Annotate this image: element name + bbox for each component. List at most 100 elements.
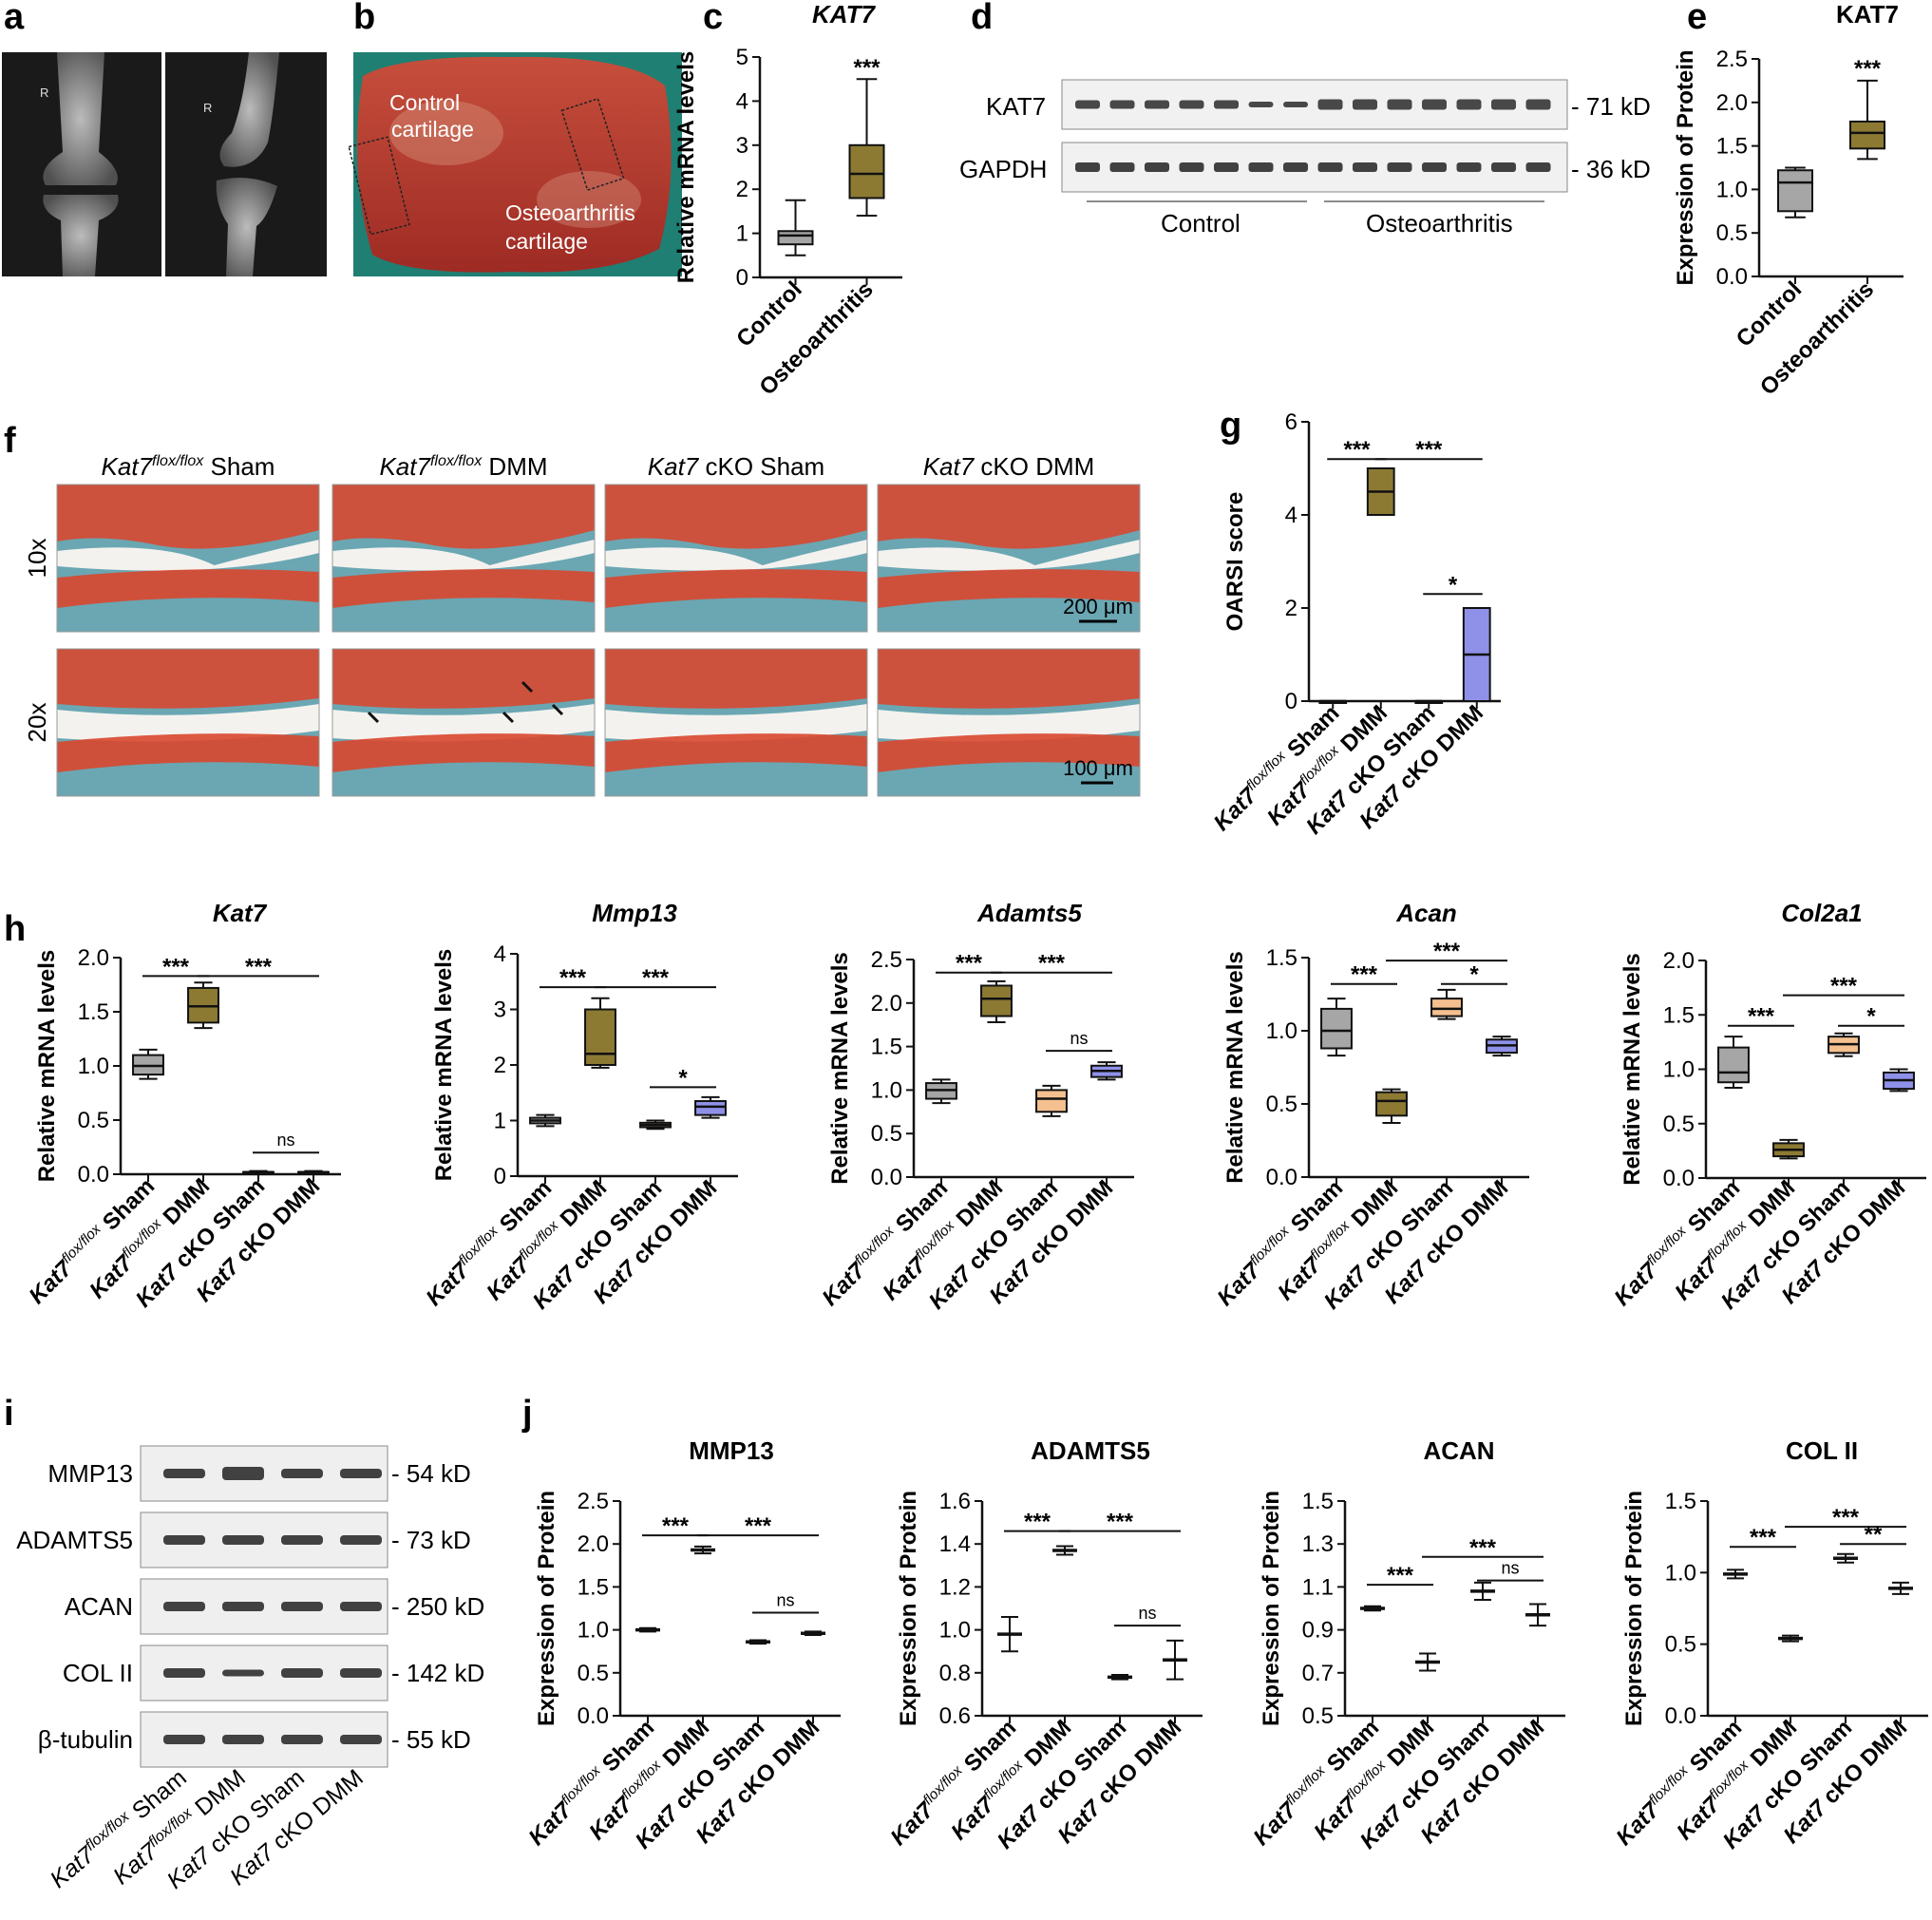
chart-h4-ytick-label-1: 0.5 <box>1266 1092 1297 1117</box>
histology-image-1-2-joint-space <box>605 704 867 742</box>
chart-h2-sig-label-0: *** <box>559 965 587 991</box>
chart-h2-ylabel: Relative mRNA levels <box>431 949 457 1182</box>
chart-j4-sig-label-2: ** <box>1865 1522 1883 1548</box>
specimen-tissue <box>356 56 672 273</box>
histology-col-label-3: Kat7 cKO DMM <box>923 452 1095 481</box>
histology-image-1-1-lower-cartilage <box>332 733 595 772</box>
chart-j3-xtick-sup-0: flox/flox <box>1283 1762 1329 1808</box>
chart-j3-ytick-label-5: 1.5 <box>1302 1489 1334 1514</box>
blot-d-kat7-band-13 <box>1525 99 1551 110</box>
chart-j4-ylabel: Expression of Protein <box>1621 1491 1647 1726</box>
histology-image-1-0-joint-space <box>57 704 319 742</box>
chart-h5-sig-label-0: *** <box>1748 1004 1775 1030</box>
blot-i-size-4: - 55 kD <box>391 1725 471 1754</box>
chart-j4-ytick-label-2: 1.0 <box>1665 1560 1696 1586</box>
chart-h1-ytick-label-0: 0.0 <box>78 1162 109 1188</box>
histology-col-label-1: Kat7flox/flox DMM <box>379 452 547 481</box>
histology-image-0-1-lower-cartilage <box>332 569 595 608</box>
blot-d-kat7-band-7 <box>1317 99 1343 110</box>
chart-j1-ytick-label-5: 2.5 <box>578 1489 609 1514</box>
histology-image-1-2-upper-cartilage <box>605 649 867 709</box>
chart-g-ytick-label-0: 0 <box>1285 689 1297 714</box>
oa-cartilage-box <box>560 98 625 191</box>
blot-i-size-3: - 142 kD <box>391 1659 484 1687</box>
chart-h2-ytick-label-1: 1 <box>494 1109 506 1134</box>
chart-h3-ytick-label-4: 2.0 <box>871 991 902 1017</box>
chart-j3-title: ACAN <box>1423 1436 1494 1465</box>
histology-col-rest-0: Sham <box>203 452 275 481</box>
histology-image-0-0-joint-space <box>57 540 319 571</box>
histology-lesion-arrow-3 <box>521 680 534 694</box>
chart-j2-title: ADAMTS5 <box>1031 1436 1150 1465</box>
chart-h3-xtick-sup-0: flox/flox <box>852 1223 898 1268</box>
histology-lesion-arrow-1 <box>502 711 515 724</box>
histology-image-0-0-frame <box>56 484 320 633</box>
chart-c-box-0 <box>777 230 814 246</box>
histology-image-1-3-upper-cartilage <box>878 649 1140 709</box>
chart-j2-xtick-sup-0: flox/flox <box>920 1762 966 1808</box>
chart-h5-ytick-label-3: 1.5 <box>1663 1002 1695 1028</box>
control-cartilage-label-line1: Control <box>389 90 460 115</box>
panel-letter-a: a <box>4 0 25 37</box>
blot-i-band-1-2 <box>281 1535 323 1545</box>
chart-g-ytick-label-1: 2 <box>1285 596 1297 621</box>
blot-d-gapdh-band-12 <box>1491 162 1516 172</box>
histology-image-1-1-frame <box>331 648 596 797</box>
histology-row-label-1: 20x <box>23 703 51 743</box>
panel-letter-c: c <box>703 0 723 37</box>
chart-h5-sig-label-2: * <box>1866 1004 1876 1030</box>
chart-j2-sig-label-1: *** <box>1107 1510 1134 1535</box>
blot-i-band-0-2 <box>281 1469 323 1478</box>
blot-d-kat7-band-11 <box>1456 99 1482 110</box>
blot-i-band-3-1 <box>222 1669 264 1677</box>
blot-d-kat7-band-0 <box>1075 100 1100 109</box>
chart-h5-ylabel: Relative mRNA levels <box>1619 953 1645 1186</box>
chart-c-title: KAT7 <box>812 0 877 29</box>
blot-d-gapdh-band-1 <box>1109 162 1135 172</box>
chart-h4-sig-label-2: * <box>1469 962 1479 988</box>
chart-h2-ytick-label-2: 2 <box>494 1053 506 1078</box>
chart-e-sig-label-0: *** <box>1854 56 1882 82</box>
chart-j3-ytick-label-4: 1.3 <box>1302 1531 1334 1557</box>
chart-c-ytick-label-2: 2 <box>736 177 748 202</box>
chart-j2-ytick-label-2: 1.0 <box>939 1618 971 1644</box>
specimen-highlight <box>389 101 503 165</box>
chart-h5-ytick-label-0: 0.0 <box>1663 1166 1695 1191</box>
blot-i-band-1-1 <box>222 1535 264 1545</box>
blot-d-label-kat7: KAT7 <box>986 92 1046 121</box>
blot-i-band-2-3 <box>340 1602 382 1611</box>
chart-j2-sig-label-0: *** <box>1024 1510 1051 1535</box>
blot-d-gapdh-band-9 <box>1387 162 1412 172</box>
western-blot-d: KAT7 GAPDH - 71 kD - 36 kD Control Osteo… <box>959 79 1651 238</box>
chart-h4-xtick-sup-0: flox/flox <box>1247 1223 1293 1268</box>
blot-i-band-3-3 <box>340 1668 382 1678</box>
histology-scalebar-label-10x: 200 μm <box>1063 595 1133 618</box>
histology-image-0-3-upper-cartilage <box>878 485 1140 549</box>
chart-h4-ylabel: Relative mRNA levels <box>1222 951 1248 1184</box>
blot-i-band-4-1 <box>222 1735 264 1744</box>
histology-image-0-2-frame <box>604 484 868 633</box>
blot-d-size-71: - 71 kD <box>1571 92 1651 121</box>
chart-h2-ytick-label-0: 0 <box>494 1164 506 1189</box>
chart-e-ytick-label-0: 0.0 <box>1716 264 1748 290</box>
chart-h1-sig-label-0: *** <box>162 954 190 979</box>
chart-h3-ytick-label-0: 0.0 <box>871 1165 902 1190</box>
chart-h5-ytick-label-2: 1.0 <box>1663 1057 1695 1083</box>
blot-d-kat7-band-6 <box>1283 102 1308 107</box>
panel-letter-g: g <box>1220 406 1241 446</box>
blot-d-group-control: Control <box>1161 209 1241 238</box>
chart-c-ytick-label-0: 0 <box>736 265 748 291</box>
specimen-photo-panel: Control cartilage Osteoarthritis cartila… <box>348 52 682 276</box>
blot-i-band-1-0 <box>163 1535 205 1545</box>
histology-scalebar-label-20x: 100 μm <box>1063 756 1133 780</box>
chart-h4-sig-label-0: *** <box>1351 962 1378 988</box>
histology-col-gene-1: Kat7 <box>379 452 431 481</box>
chart-h2-ytick-label-4: 4 <box>494 941 506 967</box>
chart-h2-box-1 <box>584 1008 616 1066</box>
histology-col-rest-2: cKO Sham <box>698 452 824 481</box>
blot-d-kat7-band-12 <box>1491 99 1516 110</box>
